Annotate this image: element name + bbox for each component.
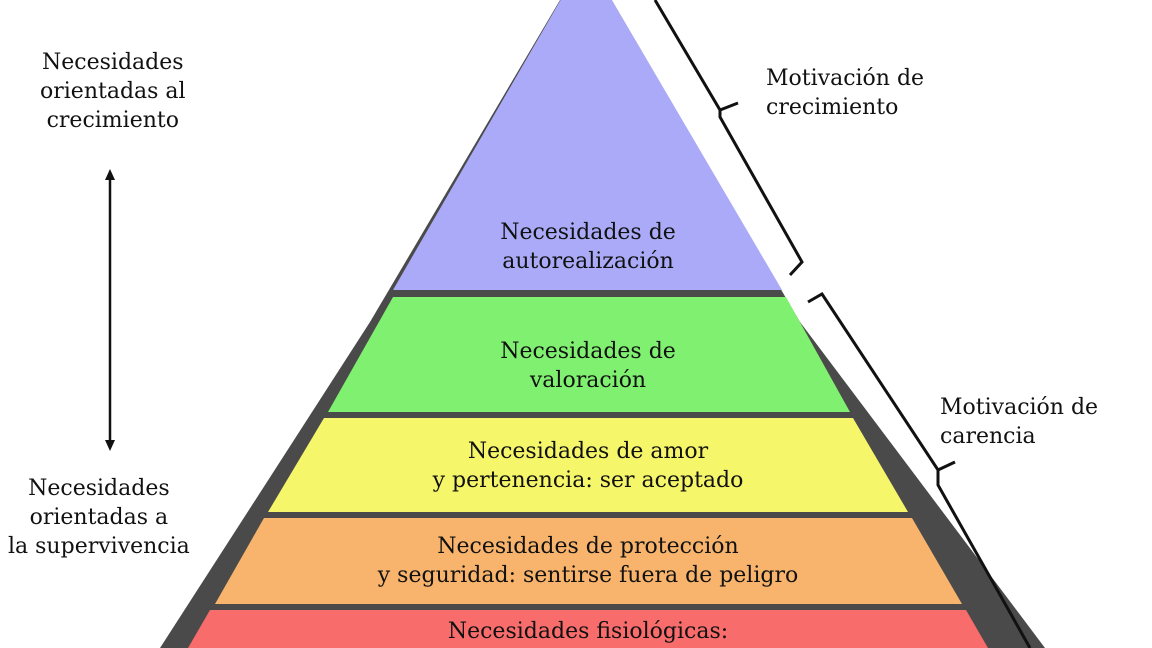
double-arrow-icon — [105, 169, 115, 451]
level-physiological-text: Necesidades fisiológicas: — [288, 617, 888, 646]
label-line: Necesidades de protección — [437, 534, 739, 559]
label-line: crecimiento — [766, 95, 899, 120]
growth-needs-label: Necesidades orientadas al crecimiento — [40, 48, 186, 135]
label-line: y seguridad: sentirse fuera de peligro — [377, 563, 799, 588]
level-love-belonging-text: Necesidades de amor y pertenencia: ser a… — [338, 437, 838, 495]
level-esteem-text: Necesidades de valoración — [388, 337, 788, 395]
label-line: orientadas al — [40, 79, 186, 104]
level-safety — [215, 518, 962, 604]
label-line: valoración — [529, 368, 647, 393]
label-line: la supervivencia — [8, 534, 190, 559]
growth-bracket — [653, 0, 804, 277]
label-line: autorealización — [502, 249, 674, 274]
level-esteem — [328, 297, 850, 412]
level-safety-text: Necesidades de protección y seguridad: s… — [288, 532, 888, 590]
label-line: Necesidades de — [500, 339, 676, 364]
level-self-actualization — [393, 0, 782, 290]
growth-motivation-label: Motivación de crecimiento — [766, 64, 924, 122]
label-line: Necesidades de amor — [467, 439, 709, 464]
deficiency-motivation-label: Motivación de carencia — [940, 393, 1098, 451]
level-physiological — [188, 610, 988, 648]
label-line: y pertenencia: ser aceptado — [432, 468, 744, 493]
label-line: Necesidades de — [500, 220, 676, 245]
label-line: carencia — [940, 424, 1036, 449]
label-line: crecimiento — [46, 108, 179, 133]
label-line: Necesidades — [42, 50, 184, 75]
level-love-belonging — [268, 418, 908, 512]
survival-needs-label: Necesidades orientadas a la supervivenci… — [8, 474, 190, 561]
deficiency-bracket — [807, 291, 1032, 648]
label-line: Motivación de — [766, 66, 925, 91]
label-line: Necesidades fisiológicas: — [447, 619, 729, 644]
label-line: Necesidades — [28, 476, 170, 501]
label-line: orientadas a — [29, 505, 169, 530]
label-line: Motivación de — [940, 395, 1099, 420]
level-self-actualization-text: Necesidades de autorealización — [388, 218, 788, 276]
